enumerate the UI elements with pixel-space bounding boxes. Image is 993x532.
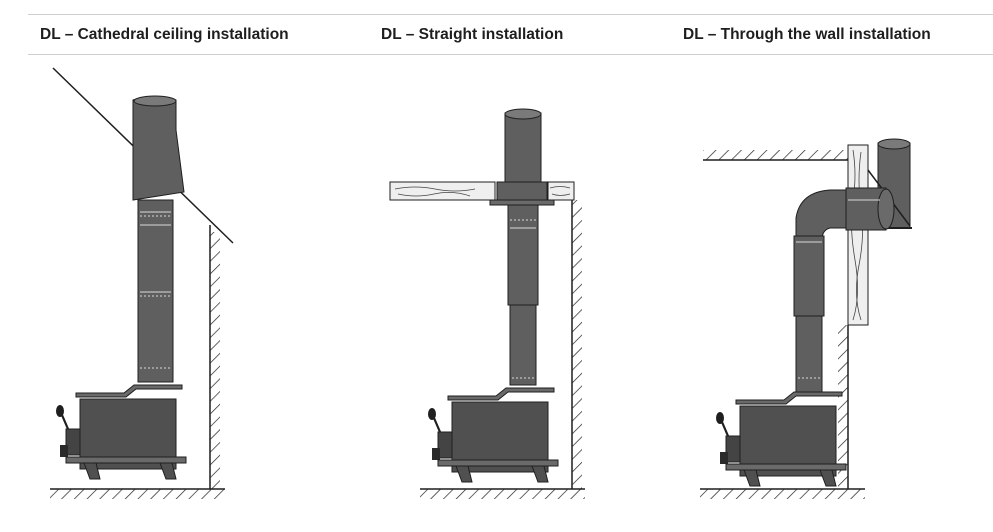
wood-stove — [714, 390, 848, 488]
top-divider — [28, 14, 993, 15]
floor-hatch — [50, 489, 225, 499]
cathedral-ceiling-diagram — [50, 67, 234, 499]
ceiling-joist — [389, 181, 496, 201]
elbow-pipe — [795, 189, 847, 241]
wood-stove — [426, 386, 560, 484]
stove-pipe — [507, 204, 539, 306]
stove-pipe — [137, 199, 174, 383]
through-the-wall-diagram — [700, 138, 912, 499]
straight-installation-diagram — [389, 108, 585, 499]
ceiling-hatch — [703, 150, 848, 160]
chimney-pipe-top — [132, 96, 185, 201]
header-divider — [28, 54, 993, 55]
wood-stove — [54, 383, 188, 481]
heading-straight: DL – Straight installation — [381, 26, 564, 43]
wall-hatch — [572, 200, 582, 489]
heading-cathedral-ceiling: DL – Cathedral ceiling installation — [40, 26, 289, 43]
chimney-pipe-top — [504, 112, 542, 184]
wall-hatch — [838, 325, 848, 489]
floor-hatch — [700, 489, 865, 499]
heading-through-the-wall: DL – Through the wall installation — [683, 26, 931, 43]
stove-pipe — [793, 235, 825, 317]
ceiling-support-box — [496, 181, 548, 201]
floor-hatch — [420, 489, 585, 499]
wall-hatch — [210, 232, 220, 489]
wooden-wall — [847, 144, 869, 326]
